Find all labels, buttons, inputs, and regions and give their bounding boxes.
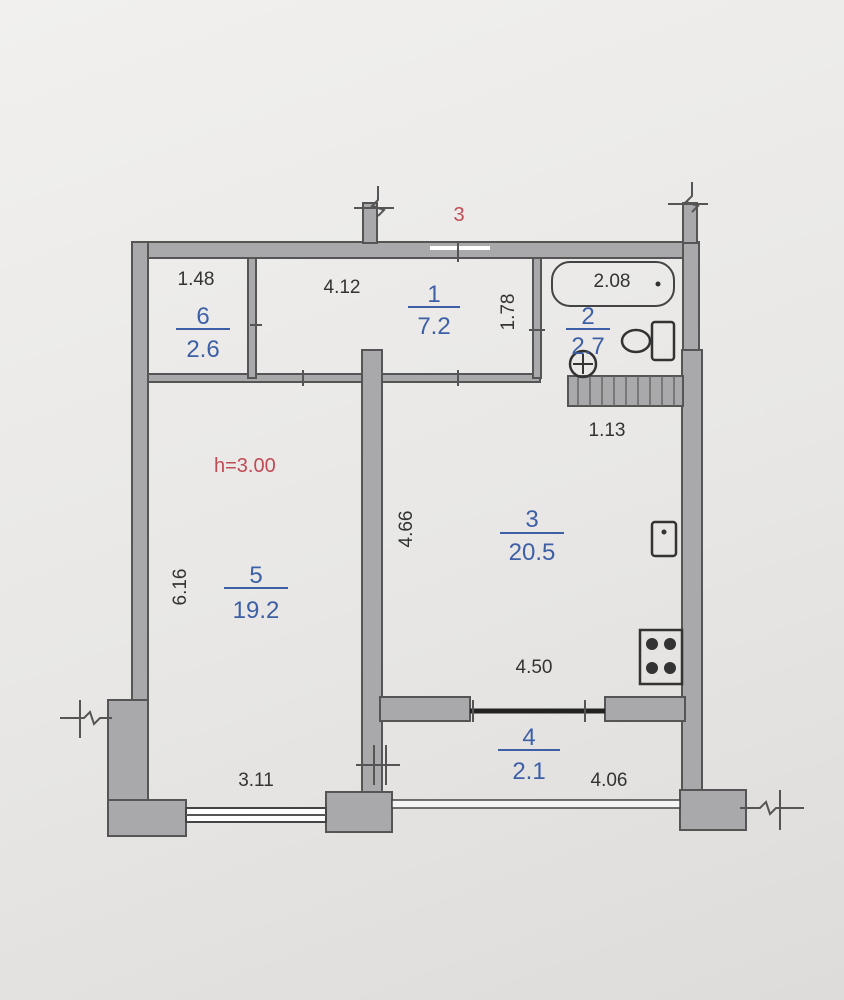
toilet-icon [620, 320, 676, 362]
dim-kitchen-width: 4.50 [516, 657, 553, 678]
right-bottom-pillar [679, 789, 747, 831]
stove-icon [638, 628, 684, 686]
dim-bath-length: 2.08 [594, 271, 631, 292]
dim-room6-width: 1.48 [178, 269, 215, 290]
room-1-number: 1 [427, 281, 440, 308]
kitchen-bottom-wall-right [604, 696, 686, 722]
top-wall [131, 241, 699, 259]
right-wall-upper [682, 241, 700, 351]
dim-corridor-length: 4.12 [324, 277, 361, 298]
room-1-area: 7.2 [417, 313, 450, 340]
bath-ledge-hatch [577, 376, 675, 406]
room-2-number: 2 [581, 303, 594, 330]
kitchen-sink-icon [650, 520, 678, 558]
room-4-number: 4 [522, 724, 535, 751]
top-marker-label: 3 [453, 204, 464, 226]
bath-sink-icon [568, 349, 598, 379]
bottom-center-pillar [325, 791, 393, 833]
room-6-area: 2.6 [186, 336, 219, 363]
dim-bedroom-depth: 6.16 [170, 569, 191, 606]
room-5-number: 5 [249, 562, 262, 589]
kitchen-bedroom-wall [361, 349, 383, 801]
top-stub-left [362, 202, 378, 244]
door-ticks [60, 182, 804, 830]
ceiling-height-label: h=3.00 [214, 455, 276, 477]
walls [107, 202, 747, 837]
room-3-number: 3 [525, 506, 538, 533]
fixtures [551, 261, 684, 686]
right-wall-lower [681, 349, 703, 829]
room-3-area: 20.5 [509, 539, 556, 566]
dim-bath-width: 1.13 [589, 420, 626, 441]
fraction-bars [176, 306, 610, 751]
room6-partition [247, 257, 257, 379]
dim-balcony-length: 4.06 [591, 770, 628, 791]
room-4-area: 2.1 [512, 758, 545, 785]
windows [185, 246, 681, 823]
bath-partition [532, 257, 542, 379]
room-5-area: 19.2 [233, 597, 280, 624]
left-bottom-footing [107, 799, 187, 837]
dim-corridor-depth: 1.78 [498, 294, 519, 331]
dim-kitchen-depth: 4.66 [396, 511, 417, 548]
dim-bedroom-width: 3.11 [238, 770, 274, 791]
room-2-area: 2.7 [571, 333, 604, 360]
room-6-number: 6 [196, 303, 209, 330]
bathtub-icon [551, 261, 675, 307]
kitchen-bottom-wall-left [379, 696, 471, 722]
corridor-bottom-wall-right [381, 373, 541, 383]
